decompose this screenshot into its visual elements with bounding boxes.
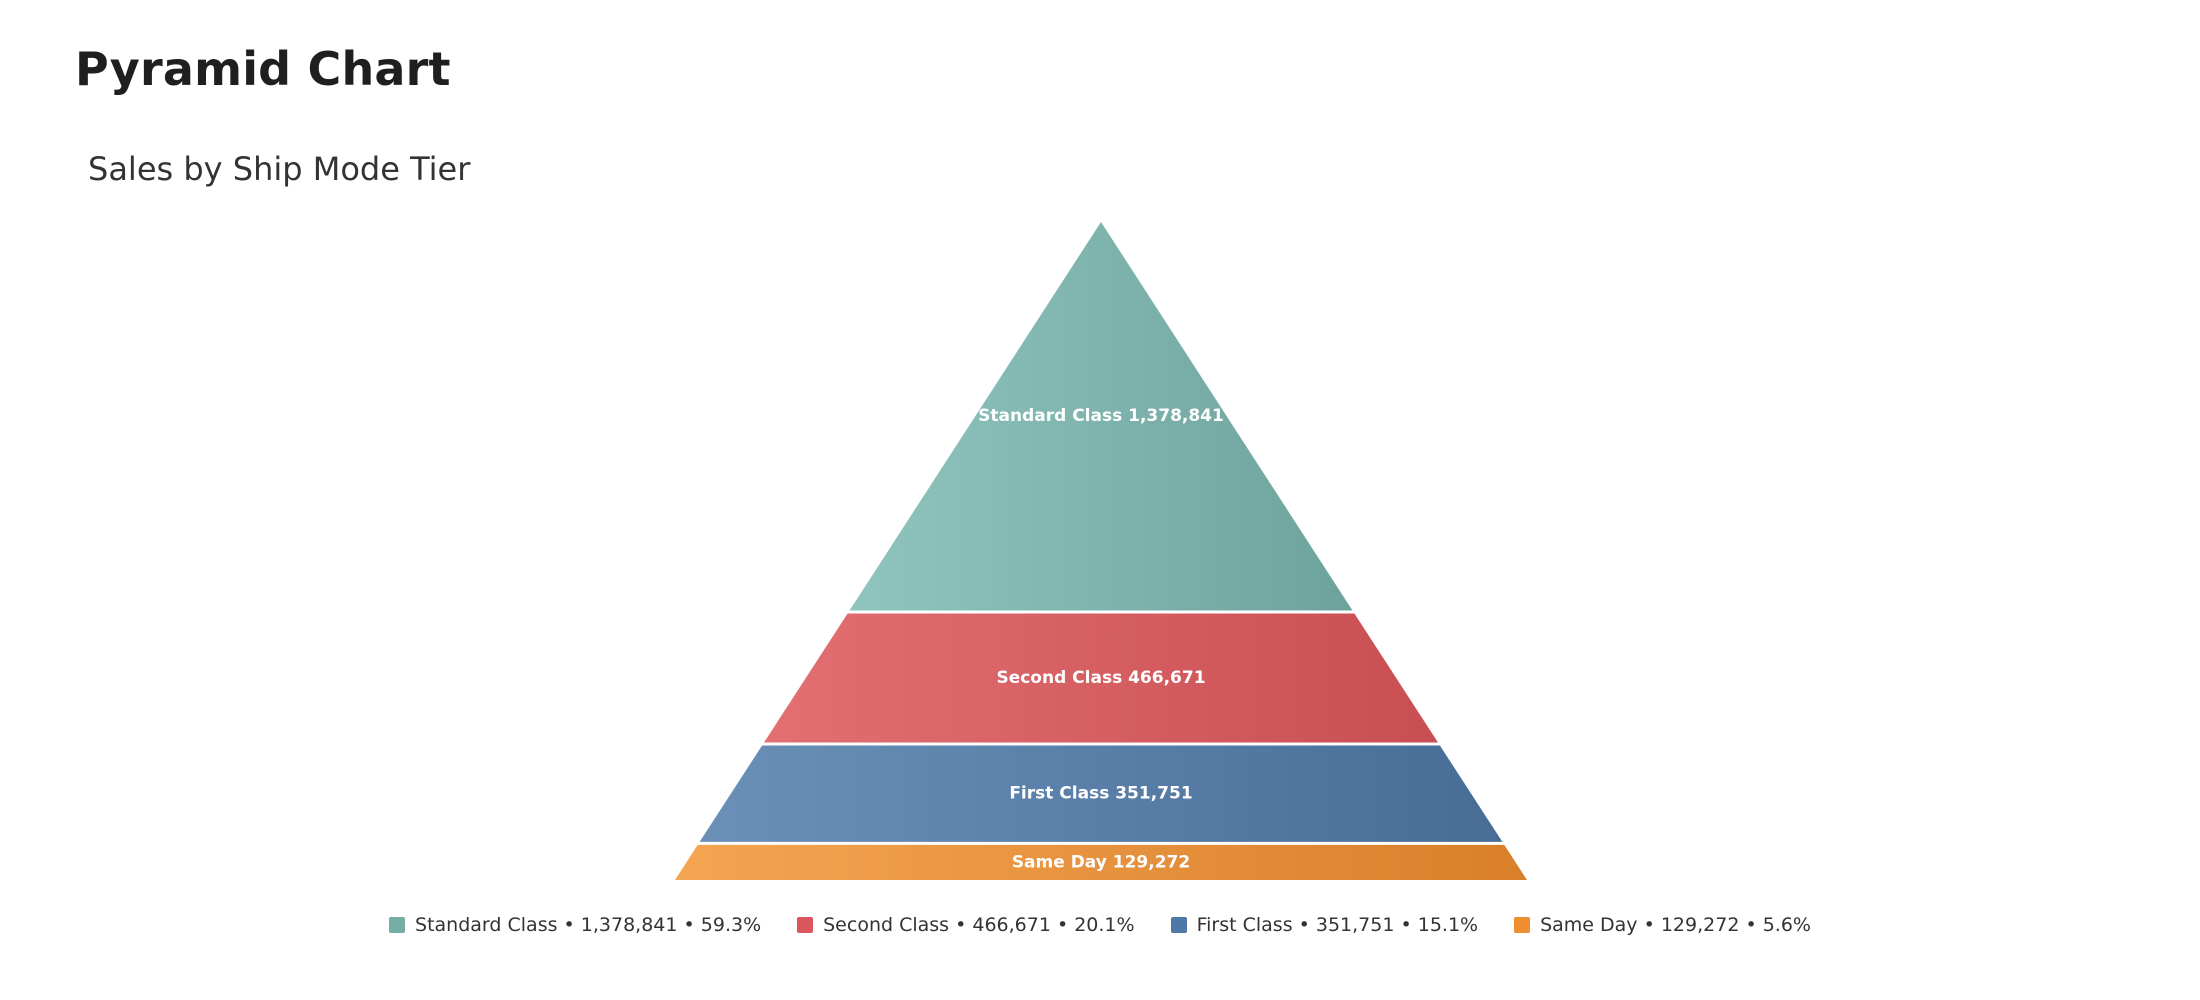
pyramid-label-first-class: First Class 351,751 bbox=[1009, 784, 1192, 804]
legend-swatch bbox=[389, 917, 406, 933]
chart-legend: Standard Class • 1,378,841 • 59.3% Secon… bbox=[0, 914, 2200, 936]
legend-label: First Class • 351,751 • 15.1% bbox=[1196, 914, 1479, 936]
page-title: Pyramid Chart bbox=[75, 42, 451, 96]
legend-swatch bbox=[797, 917, 814, 933]
legend-item-standard-class[interactable]: Standard Class • 1,378,841 • 59.3% bbox=[389, 914, 761, 936]
legend-label: Same Day • 129,272 • 5.6% bbox=[1540, 914, 1811, 936]
pyramid-segment-second-class[interactable] bbox=[764, 613, 1438, 743]
legend-swatch bbox=[1170, 917, 1187, 933]
legend-item-first-class[interactable]: First Class • 351,751 • 15.1% bbox=[1170, 914, 1479, 936]
legend-label: Second Class • 466,671 • 20.1% bbox=[823, 914, 1135, 936]
pyramid-segment-same-day[interactable] bbox=[675, 844, 1527, 880]
pyramid-label-standard-class: Standard Class 1,378,841 bbox=[978, 406, 1224, 426]
legend-item-second-class[interactable]: Second Class • 466,671 • 20.1% bbox=[797, 914, 1135, 936]
chart-title: Sales by Ship Mode Tier bbox=[88, 150, 471, 188]
pyramid-label-second-class: Second Class 466,671 bbox=[996, 668, 1205, 688]
pyramid-segments bbox=[675, 222, 1527, 880]
legend-label: Standard Class • 1,378,841 • 59.3% bbox=[415, 914, 762, 936]
pyramid-segment-first-class[interactable] bbox=[699, 745, 1503, 842]
legend-item-same-day[interactable]: Same Day • 129,272 • 5.6% bbox=[1514, 914, 1811, 936]
legend-swatch bbox=[1514, 917, 1531, 933]
pyramid-label-same-day: Same Day 129,272 bbox=[1012, 853, 1190, 873]
pyramid-segment-standard-class[interactable] bbox=[849, 222, 1353, 611]
